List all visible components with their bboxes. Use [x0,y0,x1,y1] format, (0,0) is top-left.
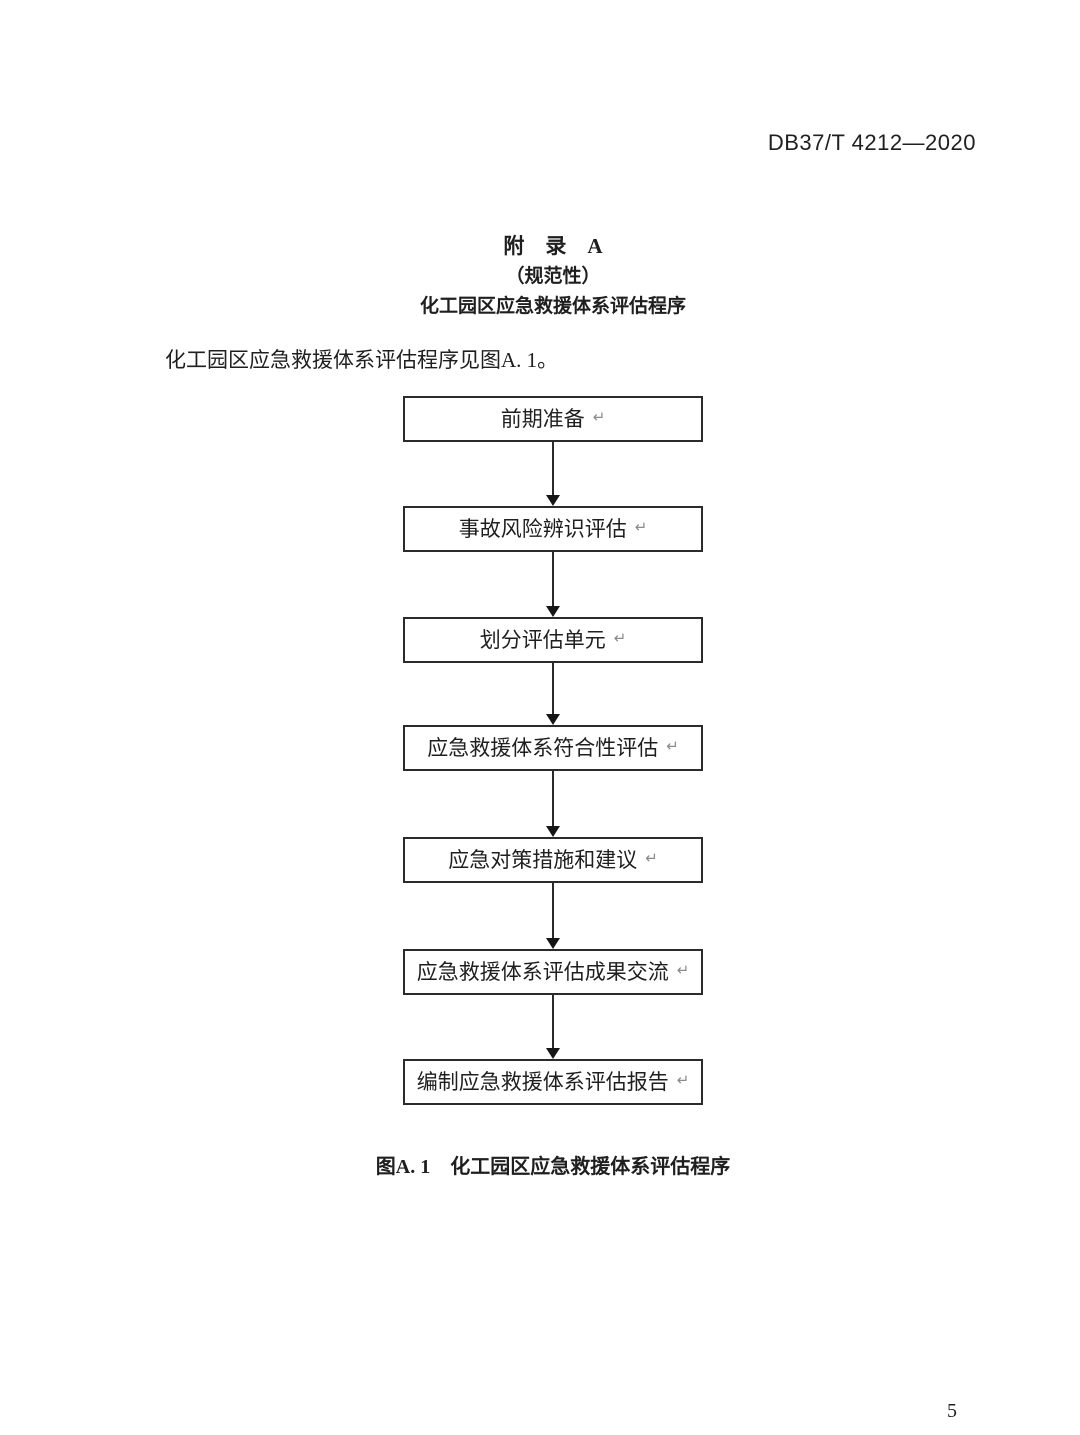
flowchart-step-3: 划分评估单元 ↵ [403,617,703,663]
return-mark-icon: ↵ [592,408,606,426]
flowchart-step-label: 前期准备 [500,406,585,431]
flowchart-step-4: 应急救援体系符合性评估 ↵ [403,725,703,771]
flowchart-step-label: 应急对策措施和建议 [448,847,638,872]
return-mark-icon: ↵ [676,1071,690,1089]
appendix-normative-label: （规范性） [505,266,601,287]
flowchart-step-7: 编制应急救援体系评估报告 ↵ [403,1059,703,1105]
flowchart-step-1: 前期准备 ↵ [403,396,703,442]
return-mark-icon: ↵ [634,518,648,536]
page-number: 5 [947,1400,957,1422]
appendix-subject: 化工园区应急救援体系评估程序 [419,296,687,317]
flowchart-step-label: 应急救援体系评估成果交流 [416,959,669,984]
flowchart-step-label: 事故风险辨识评估 [458,516,627,541]
flowchart-step-label: 编制应急救援体系评估报告 [416,1069,669,1094]
flowchart-step-2: 事故风险辨识评估 ↵ [403,506,703,552]
return-mark-icon: ↵ [666,737,679,755]
flowchart-step-5: 应急对策措施和建议 ↵ [403,837,703,883]
arrow-down-icon [545,663,561,725]
arrow-down-icon [545,995,561,1059]
arrow-down-icon [545,552,561,617]
arrow-down-icon [545,442,561,506]
figure-caption: 图A. 1 化工园区应急救援体系评估程序 [375,1156,731,1178]
intro-paragraph: 化工园区应急救援体系评估程序见图A. 1。 [165,348,559,372]
return-mark-icon: ↵ [613,629,627,647]
doc-number: DB37/T 4212—2020 [767,130,976,155]
arrow-down-icon [545,771,561,837]
appendix-heading: 附 录 A [503,234,603,258]
arrow-down-icon [545,883,561,949]
return-mark-icon: ↵ [676,961,690,979]
flowchart-step-6: 应急救援体系评估成果交流 ↵ [403,949,703,995]
return-mark-icon: ↵ [645,849,658,867]
flowchart-step-label: 应急救援体系符合性评估 [427,735,659,760]
flowchart-step-label: 划分评估单元 [479,627,606,652]
